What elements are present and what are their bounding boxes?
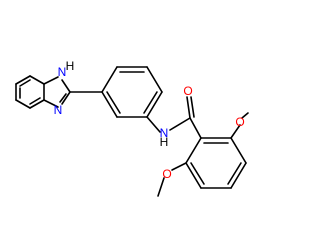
carbonyl-double-bond bbox=[186, 96, 195, 119]
imidazole-nh-hydrogen-label: H bbox=[66, 59, 75, 73]
amide-cn-bond bbox=[169, 117, 191, 131]
imidazole-nh-nitrogen-label: N bbox=[58, 65, 67, 79]
imidazole-n-label: N bbox=[54, 103, 63, 117]
bottom-methoxy-bonds bbox=[157, 162, 187, 197]
carbonyl-aryl-bond bbox=[189, 117, 202, 139]
amide-nitrogen-label: N bbox=[160, 126, 169, 140]
chemical-structure: N H N N H O O O bbox=[15, 59, 249, 197]
top-methoxy-bonds bbox=[230, 112, 249, 139]
carbonyl-oxygen-label: O bbox=[183, 84, 192, 98]
amide-hydrogen-label: H bbox=[160, 135, 169, 149]
benzimidazole-benzene-ring bbox=[15, 75, 45, 109]
central-phenyl-ring bbox=[101, 66, 163, 118]
bottom-methoxy-oxygen-label: O bbox=[162, 167, 171, 181]
top-methoxy-oxygen-label: O bbox=[235, 115, 244, 129]
phenyl-amide-bond bbox=[146, 116, 161, 133]
benzimidazole-imidazole-ring bbox=[43, 76, 71, 108]
dimethoxyphenyl-ring bbox=[185, 137, 247, 189]
